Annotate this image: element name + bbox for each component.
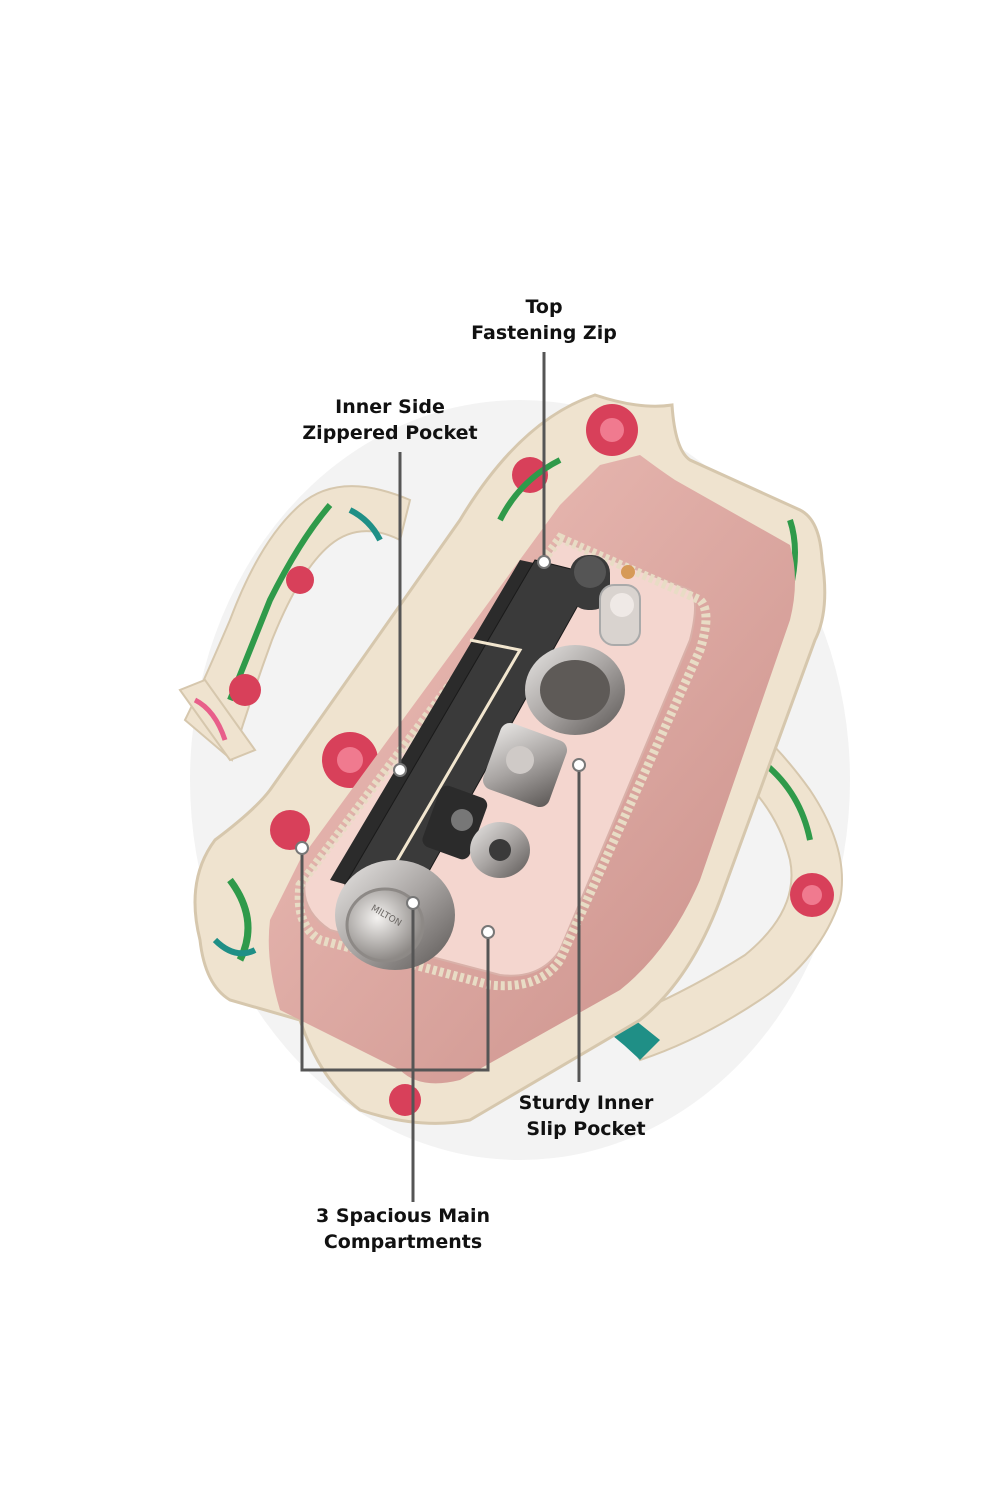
label-inner-side-zippered-pocket-line1: Inner Side (335, 396, 445, 418)
label-3-spacious-main-compartments-line1: 3 Spacious Main (316, 1205, 490, 1227)
zipper-pull-icon (621, 565, 635, 579)
label-sturdy-inner-slip-pocket-line2: Slip Pocket (526, 1118, 646, 1140)
label-top-fastening-zip-line2: Fastening Zip (471, 322, 617, 344)
label-sturdy-inner-slip-pocket-line1: Sturdy Inner (518, 1092, 654, 1114)
label-3-spacious-main-compartments: 3 Spacious Main Compartments (293, 1203, 513, 1255)
callout-dot-slip-pocket (572, 758, 586, 772)
callout-dot-side-pocket (393, 763, 407, 777)
label-top-fastening-zip-line1: Top (525, 296, 563, 318)
callout-lines (300, 352, 581, 1202)
label-inner-side-zippered-pocket-line2: Zippered Pocket (302, 422, 478, 444)
label-3-spacious-main-compartments-line2: Compartments (323, 1231, 483, 1253)
callout-dot-top-zip (537, 555, 551, 569)
label-sturdy-inner-slip-pocket: Sturdy Inner Slip Pocket (486, 1090, 686, 1142)
callout-dot-compartment-left (295, 841, 309, 855)
callout-dots (295, 555, 586, 939)
compartment-items (422, 555, 641, 878)
label-top-fastening-zip: Top Fastening Zip (444, 294, 644, 346)
left-handle (178, 485, 412, 762)
label-inner-side-zippered-pocket: Inner Side Zippered Pocket (280, 394, 500, 446)
callout-dot-compartment-right (481, 925, 495, 939)
callout-dot-compartment-center (406, 896, 420, 910)
callout-line-compartments-bracket (300, 848, 490, 1072)
steel-bottle: MILTON (335, 860, 455, 970)
